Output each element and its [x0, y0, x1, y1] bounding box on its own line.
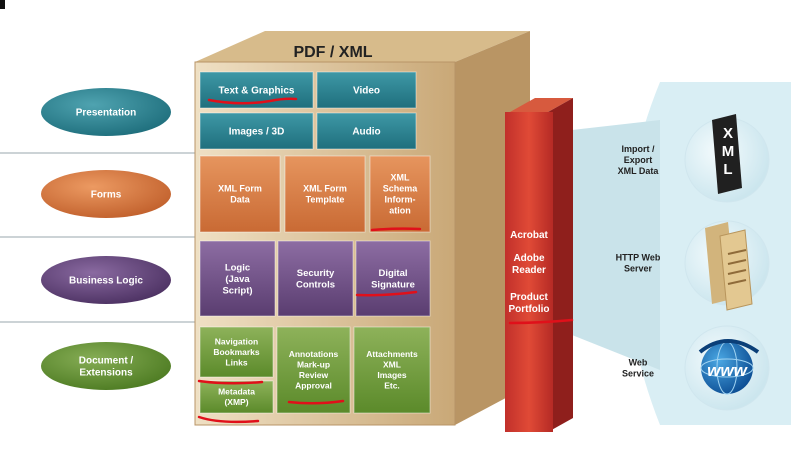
corner-mark [0, 0, 5, 9]
cell-annotations-label-line-1: Annotations [289, 349, 339, 359]
cell-xml-form-template-label-line-1: XML Form [303, 184, 347, 194]
cell-video-label-line-1: Video [353, 86, 380, 97]
cell-attachments-label-line-4: Etc. [384, 381, 400, 391]
service-0-label-line-2: Export [624, 155, 653, 165]
cell-images-3d: Images / 3D [199, 112, 314, 150]
column-portfolio-line-2: Portfolio [508, 304, 549, 315]
cell-attachments-label-line-2: XML [383, 360, 401, 370]
web-server-icon [684, 220, 770, 311]
cell-annotations-label-line-2: Mark-up [297, 360, 330, 370]
cell-audio-label-line-1: Audio [352, 127, 380, 138]
cell-xml-form-data-label-line-1: XML Form [218, 184, 262, 194]
cell-attachments-label-line-3: Images [377, 370, 407, 380]
cube-title: PDF / XML [293, 44, 372, 61]
cell-xml-schema-information-label-line-1: XML [391, 173, 411, 183]
cell-digital-signature-label-line-1: Digital [378, 268, 407, 279]
mark-text-graphics [207, 97, 298, 105]
mark-product-portfolio [508, 318, 574, 325]
cell-metadata-label-line-2: (XMP) [224, 397, 248, 407]
service-0-label-line-3: XML Data [618, 166, 660, 176]
cell-security-controls-label-line-1: Security [297, 268, 335, 279]
mark-xml-schema-information [370, 227, 422, 232]
xml-icon-letter-1: X [723, 125, 733, 142]
cell-xml-schema-information-label-line-3: Inform- [385, 195, 416, 205]
mark-navigation [197, 379, 264, 385]
cell-navigation-label-line-3: Links [225, 357, 247, 367]
layer-document-extensions: Document /Extensions [41, 342, 171, 390]
www-icon-text: www [707, 361, 748, 380]
service-2-label-line-2: Service [622, 369, 654, 379]
service-0-label-line-1: Import / [622, 144, 655, 154]
layer-label-3-line-1: Document / [79, 356, 134, 367]
column-adobe-line-2: Reader [512, 265, 546, 276]
column-connector [572, 120, 660, 370]
layer-separators [0, 152, 200, 323]
cell-xml-schema-information-label-line-2: Schema [383, 184, 419, 194]
cell-security-controls-label-line-2: Controls [296, 280, 335, 291]
layer-forms: Forms [41, 170, 171, 218]
cell-metadata: Metadata(XMP) [199, 380, 274, 414]
cell-metadata-label-line-1: Metadata [218, 387, 255, 397]
cell-digital-signature-label-line-2: Signature [371, 280, 415, 291]
layer-label-2-line-1: Business Logic [69, 276, 143, 287]
xml-icon-letter-2: M [722, 143, 735, 160]
cell-text-graphics-label-line-1: Text & Graphics [219, 86, 295, 97]
layer-business-logic: Business Logic [41, 256, 171, 304]
www-globe-icon: www [684, 325, 770, 411]
cell-video: Video [316, 71, 417, 109]
layer-label-1-line-1: Forms [91, 190, 122, 201]
layer-label-3-line-2: Extensions [79, 368, 133, 379]
cell-logic-javascript-label-line-2: (Java [225, 274, 250, 285]
cell-xml-schema-information-label-line-4: ation [389, 206, 411, 216]
cell-xml-form-template-label-line-2: Template [306, 195, 345, 205]
column-adobe-line-1: Adobe [513, 253, 545, 264]
xml-icon-letter-3: L [723, 161, 732, 178]
column-acrobat: Acrobat [510, 230, 548, 241]
service-1-label-line-1: HTTP Web [616, 253, 661, 263]
layer-label-0-line-1: Presentation [76, 108, 137, 119]
xml-document-icon: XML [684, 114, 770, 203]
cell-annotations-label-line-3: Review [299, 370, 329, 380]
cell-annotations-label-line-4: Approval [295, 381, 332, 391]
service-1-label-line-2: Server [624, 264, 653, 274]
cell-logic-javascript-label-line-3: Script) [222, 285, 252, 296]
cell-navigation-label-line-1: Navigation [215, 336, 258, 346]
column-portfolio-line-1: Product [510, 292, 548, 303]
layer-presentation: Presentation [41, 88, 171, 136]
cell-attachments-label-line-1: Attachments [366, 349, 418, 359]
mark-digital-signature [355, 290, 418, 297]
service-2-label-line-1: Web [629, 358, 648, 368]
cell-audio: Audio [316, 112, 417, 150]
annotation-marks [197, 97, 574, 424]
mark-annotations [287, 399, 345, 405]
product-column [505, 98, 573, 432]
cell-images-3d-label-line-1: Images / 3D [229, 127, 285, 138]
cell-logic-javascript-label-line-1: Logic [225, 262, 250, 273]
cell-xml-form-data-label-line-2: Data [230, 195, 251, 205]
cell-navigation-label-line-2: Bookmarks [213, 347, 260, 357]
mark-metadata [197, 415, 260, 424]
